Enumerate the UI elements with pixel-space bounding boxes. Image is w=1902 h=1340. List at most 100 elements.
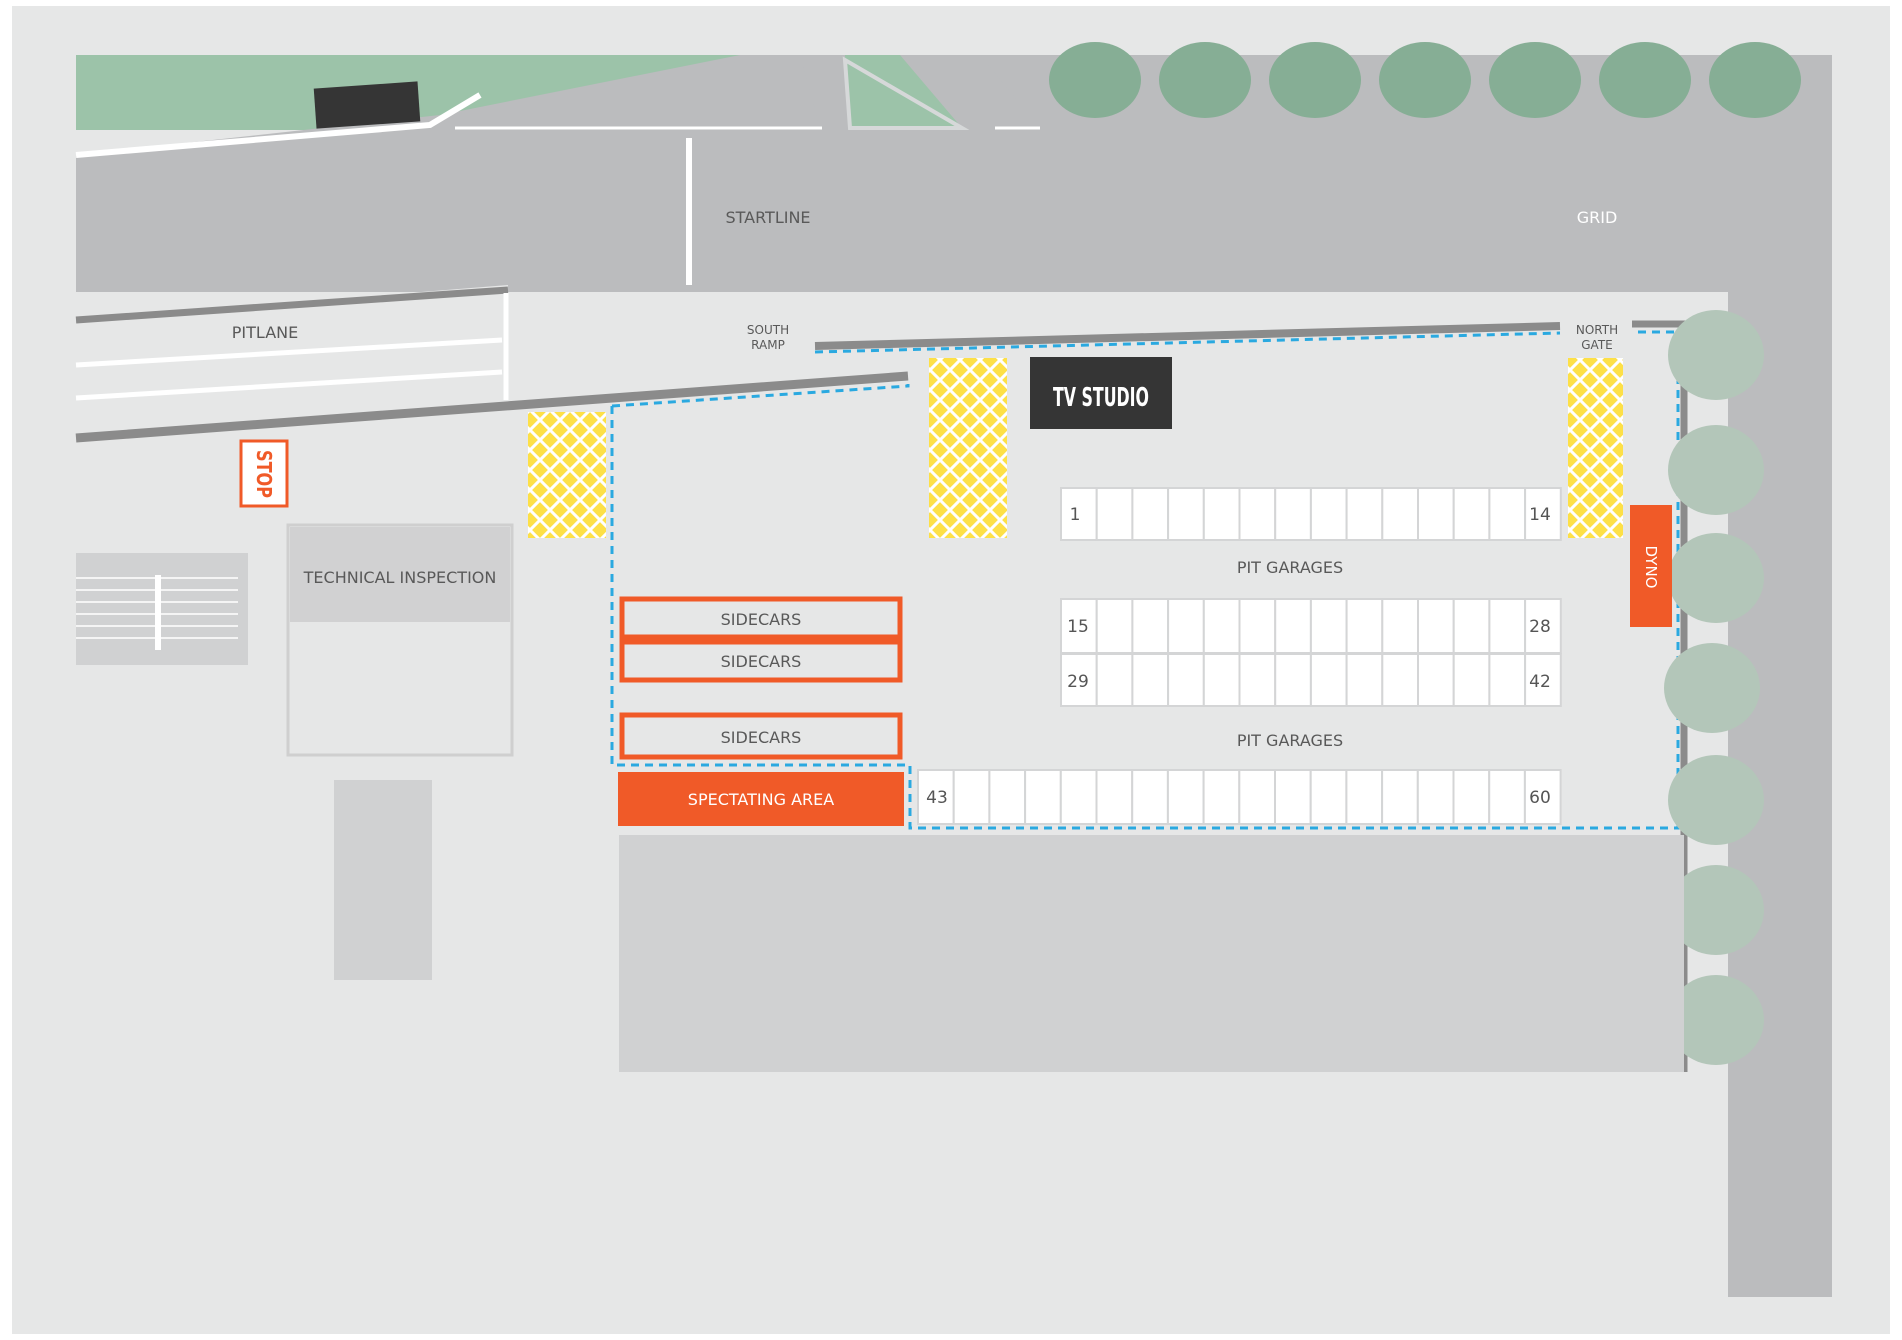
hatched-zone-middle: [929, 358, 1007, 538]
garage-cell: [1488, 653, 1527, 707]
garage-cell: [1524, 487, 1562, 541]
small-building: [334, 780, 432, 980]
garage-number-43: 43: [926, 788, 948, 808]
garage-cell: [1095, 487, 1134, 541]
sidecars-zone-2: [619, 639, 903, 683]
garage-cell: [1345, 769, 1384, 825]
garage-cell: [1238, 598, 1277, 654]
garage-cell: [1523, 769, 1562, 825]
tree-row-side: [1664, 310, 1764, 1065]
garage-number-28: 28: [1529, 617, 1551, 637]
garage-cell: [1417, 598, 1455, 654]
south-ramp-label-2: RAMP: [751, 338, 785, 352]
garage-cell: [1024, 769, 1062, 825]
stop-sign: [239, 439, 289, 508]
garage-cell: [988, 769, 1027, 825]
hatched-zone-left: [528, 412, 606, 538]
garage-cell: [1238, 769, 1277, 825]
pit-garages-label-1: PIT GARAGES: [1237, 558, 1343, 577]
sidecars-label-1: SIDECARS: [721, 610, 802, 629]
tree-row-top: [1049, 42, 1801, 118]
garage-cell: [1381, 653, 1420, 707]
garage-cell: [1309, 487, 1348, 541]
garage-cell: [1202, 598, 1241, 654]
garage-cell: [1345, 598, 1384, 654]
garage-cell: [1095, 769, 1134, 825]
grid-label: GRID: [1577, 208, 1618, 227]
garage-cell: [1202, 769, 1241, 825]
garage-cell: [1202, 653, 1241, 707]
startline-label: STARTLINE: [725, 208, 810, 227]
garage-number-29: 29: [1067, 672, 1089, 692]
garage-cell: [1095, 598, 1134, 654]
garage-cell: [1202, 487, 1241, 541]
north-gate-label-2: GATE: [1581, 338, 1613, 352]
access-road-left: [690, 55, 820, 128]
garage-number-15: 15: [1067, 617, 1089, 637]
pitlane-label: PITLANE: [232, 323, 298, 342]
garage-cell: [1452, 769, 1491, 825]
technical-inspection-label: TECHNICAL INSPECTION: [303, 568, 497, 587]
garage-cell: [1417, 653, 1455, 707]
garage-cell: [1381, 487, 1420, 541]
garage-cell: [1274, 598, 1312, 654]
garage-cell: [1345, 487, 1384, 541]
garage-cell: [1452, 653, 1491, 707]
garage-cell: [1488, 598, 1527, 654]
stop-label: STOP: [252, 450, 276, 498]
sidecars-zone-1: [619, 596, 903, 640]
garage-cell: [1345, 653, 1384, 707]
garage-cell: [1416, 769, 1455, 825]
pit-garages-label-2: PIT GARAGES: [1237, 731, 1343, 750]
garage-cell: [1452, 487, 1491, 541]
garage-cell: [1238, 487, 1277, 541]
sidecars-label-3: SIDECARS: [721, 728, 802, 747]
dyno: [1630, 505, 1672, 627]
garage-cell: [1131, 769, 1169, 825]
garage-cell: [1309, 598, 1348, 654]
garage-cell: [1167, 653, 1205, 707]
access-road-right: [900, 55, 1040, 128]
garage-cell: [1309, 653, 1348, 707]
garage-number-60: 60: [1529, 788, 1551, 808]
garage-cell: [1274, 487, 1312, 541]
north-gate-label-1: NORTH: [1576, 323, 1618, 337]
pitlane: [76, 285, 508, 438]
garage-number-14: 14: [1529, 505, 1551, 525]
tv-studio-label: TV STUDIO: [1053, 383, 1149, 413]
spectating-area: [618, 772, 904, 826]
sidecars-zone-3: [619, 712, 903, 760]
garage-cell: [1131, 653, 1170, 707]
garage-cell: [1060, 487, 1098, 541]
tv-studio: [1030, 357, 1172, 429]
garage-cell: [1524, 653, 1562, 707]
garage-cell: [1524, 598, 1562, 654]
garage-cell: [1166, 769, 1205, 825]
paddock-boundary: [610, 330, 1680, 830]
garage-cell: [952, 769, 991, 825]
garage-cell: [1059, 769, 1098, 825]
sidecars-label-2: SIDECARS: [721, 652, 802, 671]
dyno-label: DYNO: [1642, 546, 1660, 589]
garage-cell: [1452, 598, 1491, 654]
garage-cell: [1131, 487, 1170, 541]
paddock-block: [619, 835, 1684, 1072]
garage-row-1: [1060, 487, 1562, 541]
garage-cell: [1488, 769, 1526, 825]
garage-number-1: 1: [1070, 505, 1081, 525]
left-building: [76, 553, 248, 665]
south-ramp-label-1: SOUTH: [747, 323, 789, 337]
hatched-zone-right: [1568, 358, 1623, 538]
garage-cell: [1417, 487, 1455, 541]
garage-cell: [1131, 598, 1170, 654]
garage-cell: [1488, 487, 1527, 541]
garage-cell: [1238, 653, 1277, 707]
garage-cell: [1381, 769, 1419, 825]
main-straight: [76, 55, 1832, 292]
garage-cell: [1095, 653, 1134, 707]
garage-cell: [1274, 653, 1312, 707]
spectating-area-label: SPECTATING AREA: [688, 790, 834, 809]
garage-row-2: [1060, 598, 1562, 654]
